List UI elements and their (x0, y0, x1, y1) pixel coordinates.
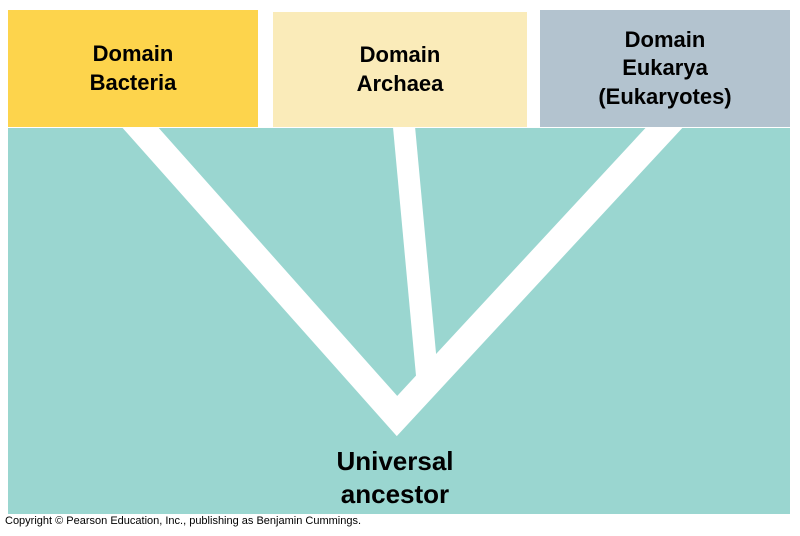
archaea-branch (392, 114, 439, 388)
bacteria-eukarya-branch (119, 106, 685, 437)
domain-archaea-box: Domain Archaea (273, 12, 527, 127)
domain-archaea-label: Domain Archaea (356, 41, 444, 96)
domain-bacteria-label: Domain Bacteria (89, 40, 177, 95)
universal-ancestor-label: Universal ancestor (336, 446, 454, 510)
copyright-text: Copyright © Pearson Education, Inc., pub… (5, 515, 362, 527)
domain-bacteria-box: Domain Bacteria (8, 10, 258, 127)
domain-eukarya-box: Domain Eukarya (Eukaryotes) (540, 10, 790, 127)
tree-background (8, 128, 790, 514)
domain-eukarya-label: Domain Eukarya (Eukaryotes) (598, 26, 732, 109)
